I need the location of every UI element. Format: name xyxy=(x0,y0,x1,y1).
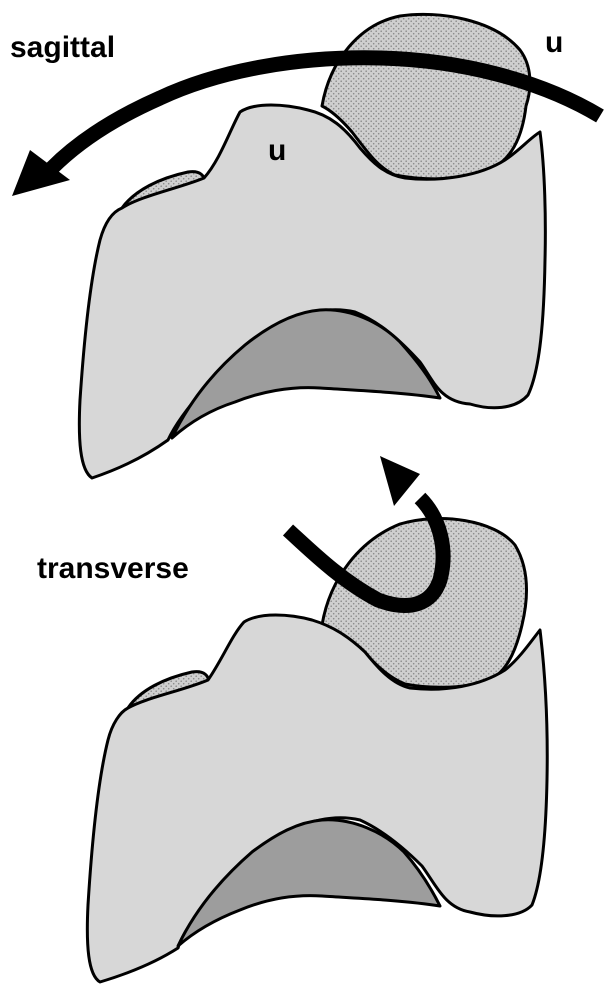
transverse-arrow-head xyxy=(380,456,420,506)
label-sagittal: sagittal xyxy=(10,31,115,64)
top-bone xyxy=(79,14,545,478)
label-u-upper-left: u xyxy=(268,134,286,167)
label-transverse: transverse xyxy=(37,552,189,585)
label-u-upper-right: u xyxy=(545,26,563,59)
bottom-bone xyxy=(87,519,547,982)
